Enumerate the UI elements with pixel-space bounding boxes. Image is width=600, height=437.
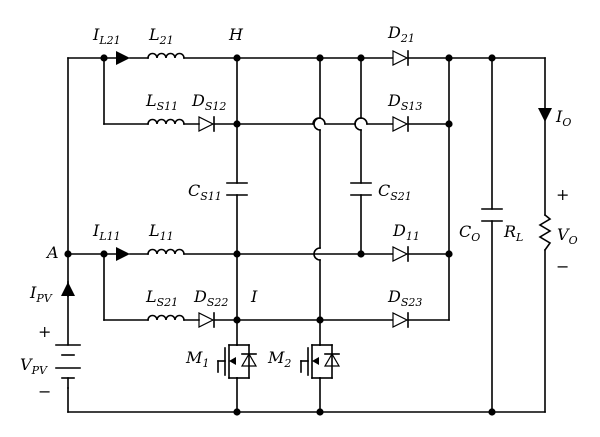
inductor-l21 [147,52,185,59]
capacitor-cs11 [226,182,248,196]
label-cs21: CS21 [378,181,412,203]
current-arrow-il11 [116,247,130,261]
vpv-plus-sign: + [38,322,51,341]
diode-d21 [392,50,409,66]
current-arrow-il21 [116,51,130,65]
label-ds13: DS13 [387,91,422,113]
label-cs11: CS11 [188,181,222,203]
label-node-h: H [228,25,244,44]
label-m2: M2 [267,348,291,370]
diode-ds13 [392,116,409,132]
inductor-ls11 [147,118,185,125]
label-ipv: IPV [29,283,53,305]
vpv-minus-sign: − [38,382,51,401]
label-ls11: LS11 [145,91,178,113]
capacitor-cs21 [350,182,372,196]
resistor-rl [538,213,552,252]
battery-vpv [55,344,81,389]
vo-minus-sign: − [556,257,569,276]
label-io: IO [555,107,571,129]
junctions [64,54,496,416]
label-ls21: LS21 [145,287,178,309]
current-arrow-io [538,108,552,122]
diode-ds23 [392,312,409,328]
label-ds23: DS23 [387,287,422,309]
label-il11: IL11 [92,221,121,243]
mosfet-m1 [217,344,258,379]
label-l11: L11 [148,221,174,243]
label-l21: L21 [148,25,174,47]
label-vo: VO [557,225,578,247]
label-node-a: A [45,243,59,262]
diode-d11 [392,246,409,262]
label-d21: D21 [387,23,415,45]
inductor-ls21 [147,314,185,321]
diode-ds22 [198,312,215,328]
label-ds12: DS12 [191,91,226,113]
diode-ds12 [198,116,215,132]
label-rl: RL [503,222,523,244]
mosfet-m2 [300,344,341,379]
vo-plus-sign: + [556,185,569,204]
label-node-i: I [250,287,258,306]
label-d11: D11 [392,221,420,243]
label-ds22: DS22 [193,287,228,309]
label-m1: M1 [185,348,209,370]
label-co: CO [459,222,480,244]
label-vpv: VPV [20,355,48,377]
inductor-l11 [147,248,185,255]
label-il21: IL21 [92,25,121,47]
capacitor-co [481,208,503,222]
wires [67,57,546,413]
